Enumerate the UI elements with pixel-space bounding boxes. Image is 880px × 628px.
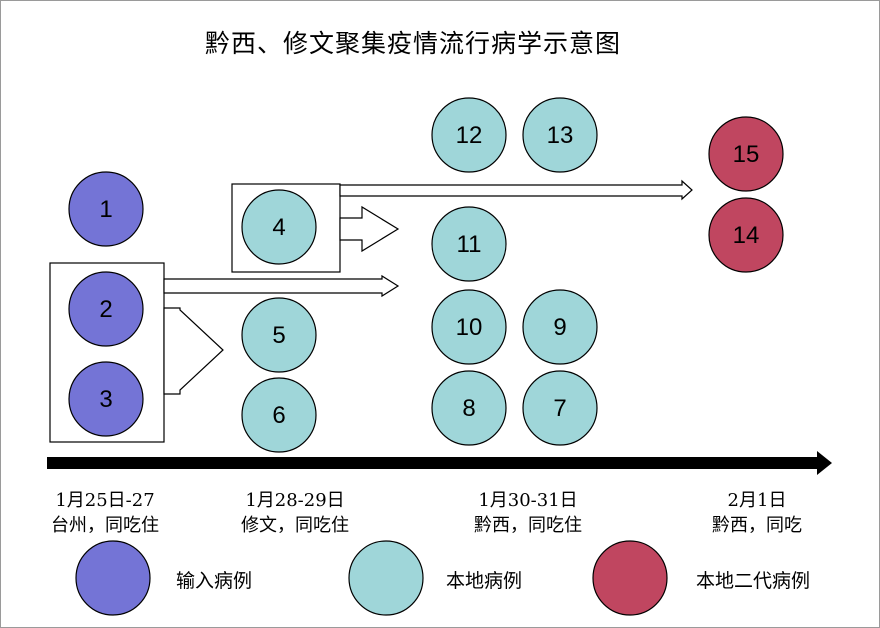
case-label-1: 1 bbox=[99, 196, 112, 223]
case-circle-12 bbox=[431, 97, 507, 173]
timeline-date-3: 1月30-31日 bbox=[478, 490, 578, 511]
case-node-14: 14 bbox=[708, 197, 784, 273]
timeline-place-2: 修文，同吃住 bbox=[241, 515, 349, 536]
timeline-label-4: 2月1日 黔西，同吃 bbox=[667, 488, 847, 538]
timeline-date-1: 1月25日-27 bbox=[55, 490, 155, 511]
case-circle-6 bbox=[241, 377, 317, 453]
case-node-11: 11 bbox=[431, 206, 507, 282]
case-node-3: 3 bbox=[68, 361, 144, 437]
arrow-box1-to-5-6 bbox=[163, 307, 224, 395]
case-node-4: 4 bbox=[241, 189, 317, 265]
timeline-place-3: 黔西，同吃住 bbox=[474, 515, 582, 536]
case-label-14: 14 bbox=[733, 222, 760, 249]
legend-swatch-imported bbox=[75, 540, 151, 616]
timeline-label-1: 1月25日-27 台州，同吃住 bbox=[15, 488, 195, 538]
case-circle-1 bbox=[68, 171, 144, 247]
case-circle-10 bbox=[431, 289, 507, 365]
case-label-2: 2 bbox=[99, 296, 112, 323]
timeline-label-2: 1月28-29日 修文，同吃住 bbox=[205, 488, 385, 538]
case-label-9: 9 bbox=[553, 314, 566, 341]
timeline-place-1: 台州，同吃住 bbox=[51, 515, 159, 536]
case-label-7: 7 bbox=[553, 395, 566, 422]
case-node-13: 13 bbox=[522, 97, 598, 173]
case-circle-13 bbox=[522, 97, 598, 173]
timeline-place-4: 黔西，同吃 bbox=[712, 515, 802, 536]
case-circle-9 bbox=[522, 289, 598, 365]
legend-label-local: 本地病例 bbox=[446, 570, 523, 592]
case-node-5: 5 bbox=[241, 297, 317, 373]
case-circle-5 bbox=[241, 297, 317, 373]
case-node-9: 9 bbox=[522, 289, 598, 365]
case-circle-11 bbox=[431, 206, 507, 282]
case-circle-15 bbox=[708, 116, 784, 192]
timeline-label-3: 1月30-31日 黔西，同吃住 bbox=[438, 488, 618, 538]
case-label-13: 13 bbox=[547, 122, 574, 149]
legend-label-imported: 输入病例 bbox=[176, 570, 253, 592]
case-node-7: 7 bbox=[522, 370, 598, 446]
case-node-15: 15 bbox=[708, 116, 784, 192]
timeline-bar bbox=[47, 457, 817, 469]
case-label-8: 8 bbox=[462, 395, 475, 422]
timeline-arrowhead bbox=[817, 451, 832, 475]
legend-label-secondary: 本地二代病例 bbox=[696, 570, 811, 592]
case-node-8: 8 bbox=[431, 370, 507, 446]
case-label-15: 15 bbox=[733, 141, 760, 168]
case-label-4: 4 bbox=[272, 214, 285, 241]
legend-swatch-secondary bbox=[592, 540, 668, 616]
legend-swatch-local bbox=[348, 540, 424, 616]
diagram-title: 黔西、修文聚集疫情流行病学示意图 bbox=[205, 29, 622, 58]
case-node-10: 10 bbox=[431, 289, 507, 365]
arrow-box4-to-11 bbox=[339, 205, 400, 253]
timeline-date-4: 2月1日 bbox=[727, 490, 787, 511]
timeline-date-2: 1月28-29日 bbox=[245, 490, 345, 511]
case-circle-14 bbox=[708, 197, 784, 273]
case-label-3: 3 bbox=[99, 386, 112, 413]
case-label-11: 11 bbox=[457, 231, 482, 258]
case-circle-2 bbox=[68, 271, 144, 347]
case-label-6: 6 bbox=[272, 402, 285, 429]
case-node-2: 2 bbox=[68, 271, 144, 347]
case-node-12: 12 bbox=[431, 97, 507, 173]
case-circle-7 bbox=[522, 370, 598, 446]
case-label-5: 5 bbox=[272, 322, 285, 349]
case-label-12: 12 bbox=[456, 122, 483, 149]
case-label-10: 10 bbox=[456, 314, 483, 341]
case-node-1: 1 bbox=[68, 171, 144, 247]
arrow-box4-to-15 bbox=[339, 179, 693, 201]
case-circle-4 bbox=[241, 189, 317, 265]
arrow-box1-to-11 bbox=[163, 274, 400, 298]
case-node-6: 6 bbox=[241, 377, 317, 453]
case-circle-8 bbox=[431, 370, 507, 446]
case-circle-3 bbox=[68, 361, 144, 437]
